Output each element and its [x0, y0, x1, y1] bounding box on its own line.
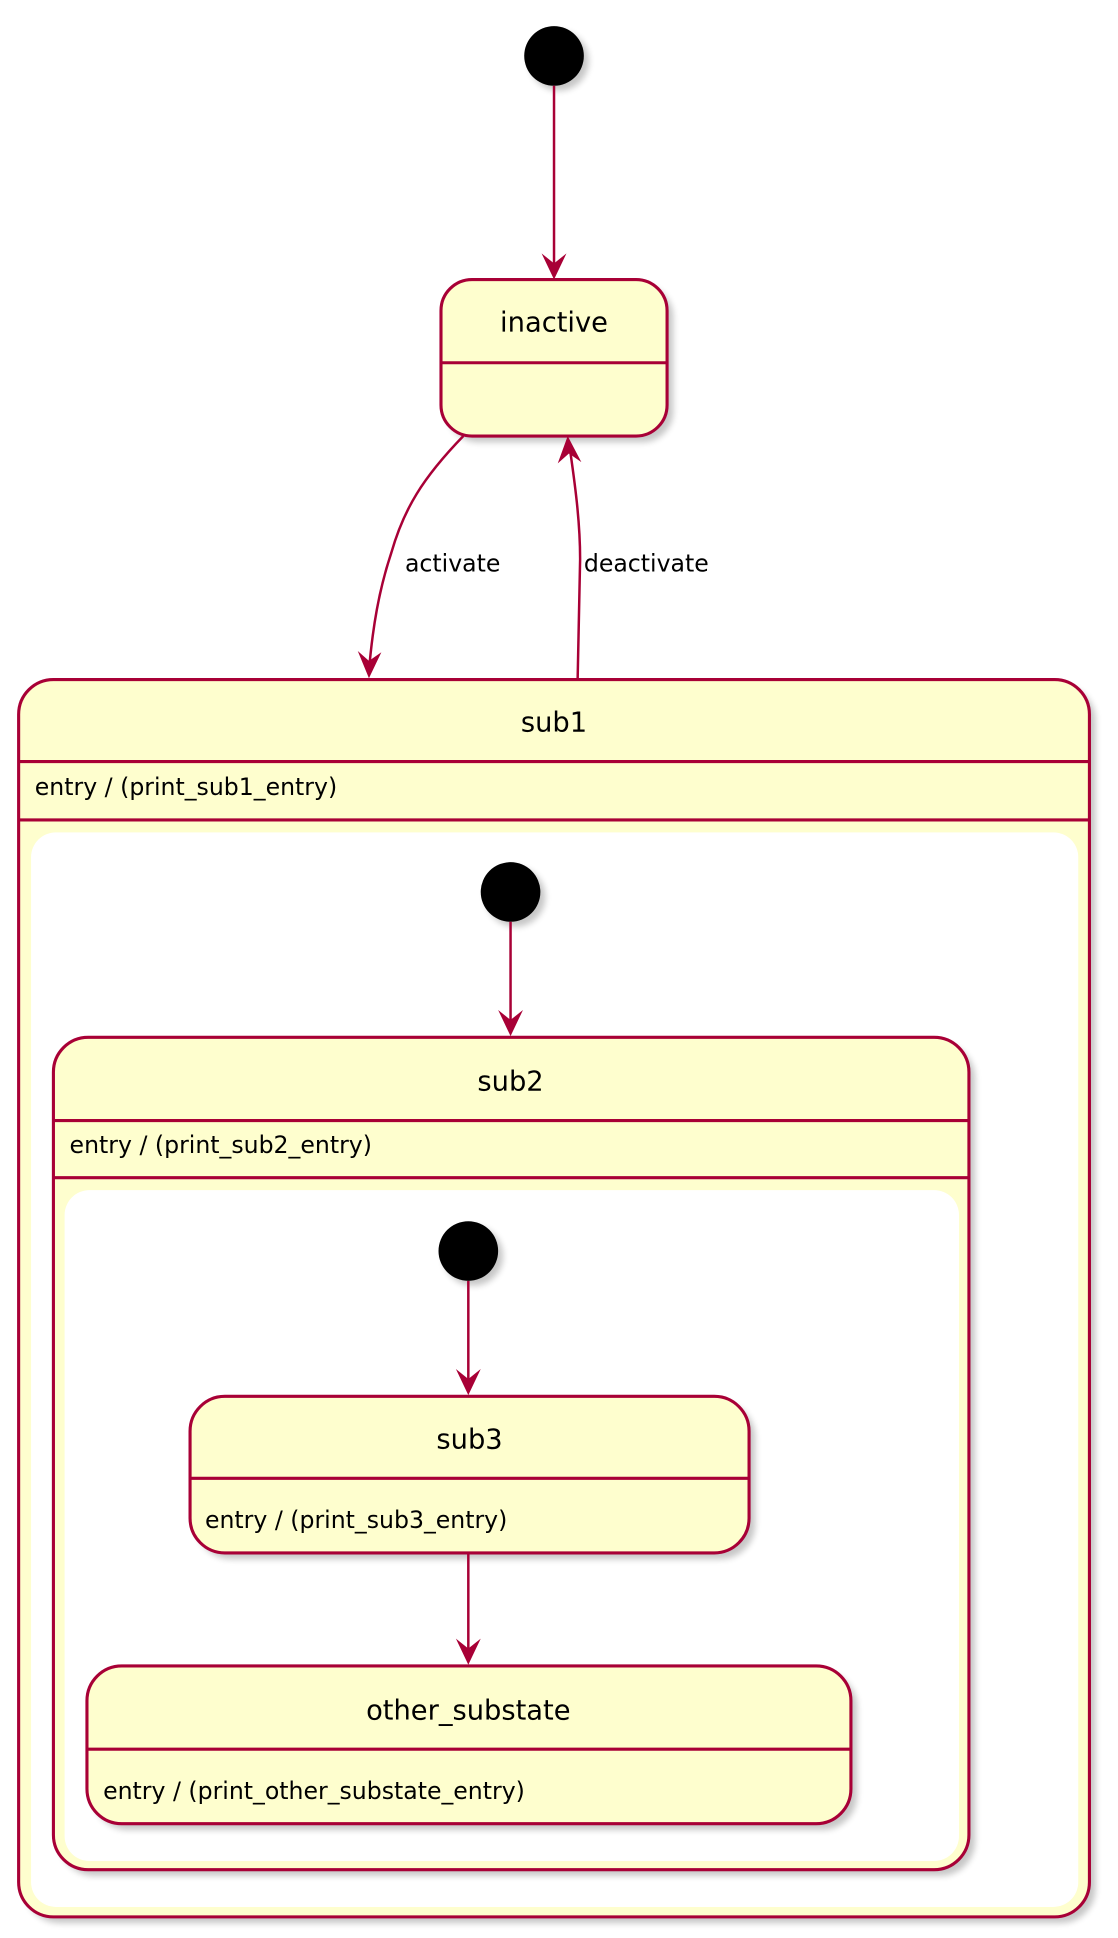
- transition-label: deactivate: [584, 549, 709, 577]
- transition-start-inactive: [541, 85, 567, 280]
- state-entry-action: entry / (print_sub1_entry): [35, 773, 337, 801]
- state-title: inactive: [500, 308, 608, 339]
- state-title: sub1: [521, 708, 587, 739]
- state-entry-action: entry / (print_sub3_entry): [205, 1506, 507, 1534]
- transition-deactivate: deactivate: [557, 436, 709, 680]
- state-sub3: sub3 entry / (print_sub3_entry): [188, 1394, 756, 1560]
- transition-sub3-other-substate: [455, 1552, 481, 1665]
- initial-state-node: [438, 1221, 499, 1281]
- state-entry-action: entry / (print_other_substate_entry): [103, 1777, 525, 1805]
- initial-state-node: [480, 862, 541, 922]
- transition-start-sub3: [455, 1280, 481, 1396]
- state-title: sub2: [477, 1067, 543, 1098]
- transition-label: activate: [405, 549, 500, 577]
- state-entry-action: entry / (print_sub2_entry): [70, 1131, 372, 1159]
- initial-state-node: [524, 26, 584, 86]
- transition-start-sub2: [498, 921, 523, 1037]
- state-title: sub3: [436, 1425, 502, 1456]
- state-title: other_substate: [366, 1695, 570, 1726]
- state-other-substate: other_substate entry / (print_other_subs…: [85, 1664, 858, 1830]
- state-inactive: inactive: [439, 277, 674, 443]
- transition-activate: activate: [357, 435, 500, 679]
